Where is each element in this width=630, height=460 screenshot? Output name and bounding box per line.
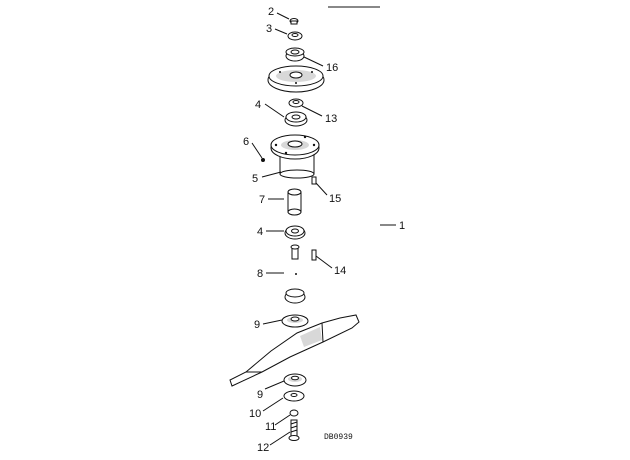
part-16-spacer	[285, 47, 305, 62]
part-5-spindle-housing	[270, 134, 320, 179]
callout-1: 1	[399, 220, 405, 232]
part-3-washer	[287, 31, 303, 41]
callout-9-lower: 9	[257, 389, 263, 401]
part-hub	[284, 288, 306, 304]
drawing-code: DB0939	[324, 433, 353, 442]
callout-9-upper: 9	[254, 319, 260, 331]
part-shaft	[290, 244, 300, 260]
part-7-sleeve	[287, 188, 302, 216]
part-4-bearing-lower	[284, 225, 306, 240]
part-9-adapter-lower	[283, 373, 307, 387]
callout-15: 15	[329, 193, 341, 205]
part-9-adapter-upper	[281, 314, 309, 328]
part-4-bearing-upper	[284, 111, 308, 127]
part-15-grease-fitting	[311, 176, 317, 185]
callout-3: 3	[266, 23, 272, 35]
callout-5: 5	[252, 173, 258, 185]
part-blade	[229, 314, 360, 387]
part-6-fitting	[261, 158, 265, 162]
callout-2: 2	[268, 6, 274, 18]
part-2-nut	[289, 18, 299, 25]
leader-lines	[251, 12, 396, 446]
callout-6: 6	[243, 136, 249, 148]
callout-14: 14	[334, 265, 346, 277]
callout-10: 10	[249, 408, 261, 420]
callout-13: 13	[325, 113, 337, 125]
callout-12: 12	[257, 442, 269, 454]
part-8-pin	[295, 273, 297, 275]
part-12-bolt	[288, 419, 300, 441]
part-11-lock-washer	[289, 409, 299, 417]
callout-8: 8	[257, 268, 263, 280]
callout-16: 16	[326, 62, 338, 74]
part-14-key	[311, 249, 317, 261]
callout-4-lower: 4	[257, 226, 263, 238]
callout-4-upper: 4	[255, 99, 261, 111]
part-pulley	[267, 65, 325, 93]
callout-11: 11	[265, 421, 276, 433]
part-13-spacer	[288, 98, 304, 108]
part-10-washer	[283, 390, 305, 402]
callout-7: 7	[259, 194, 265, 206]
